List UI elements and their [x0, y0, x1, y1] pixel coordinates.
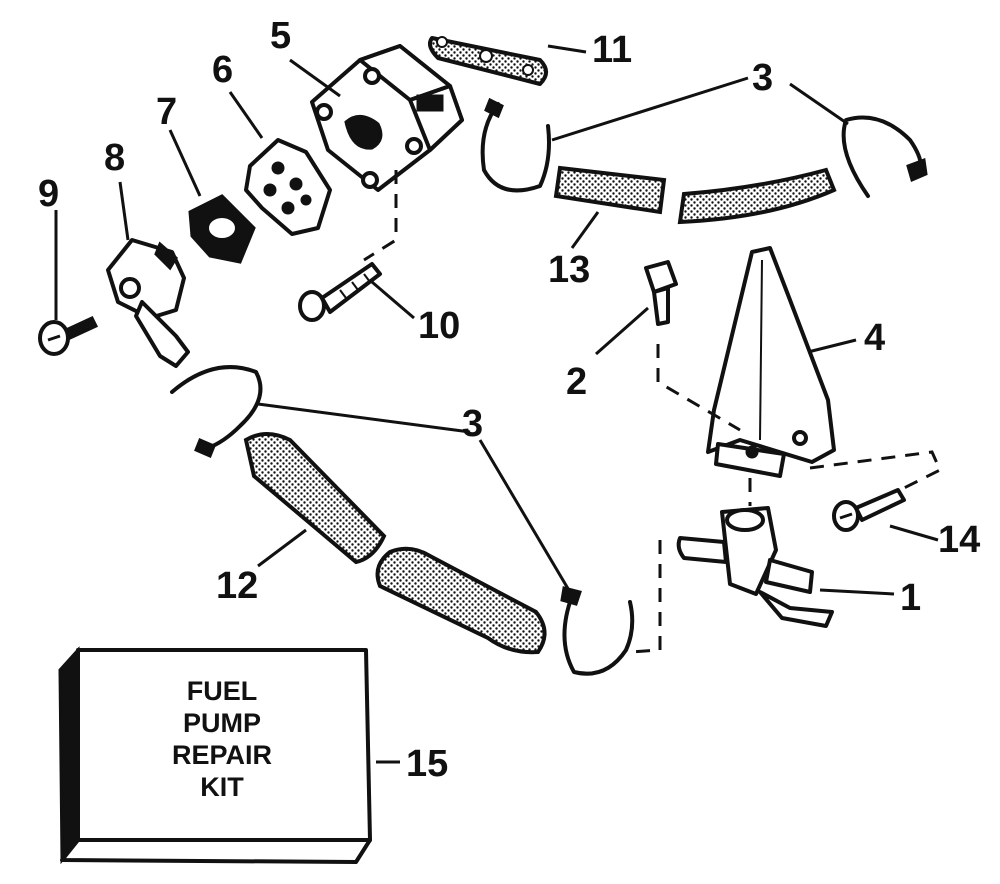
part-1-fuel-valve [676, 506, 834, 628]
callout-14: 14 [938, 519, 980, 561]
callout-5: 5 [270, 15, 291, 57]
part-9-screw [38, 316, 99, 356]
callout-6: 6 [212, 49, 233, 91]
part-15-repair-kit-box [58, 646, 372, 865]
callout-3-bottom: 3 [462, 403, 483, 445]
part-2-bolt [644, 260, 678, 326]
part-11-gasket-plate [428, 36, 548, 86]
callout-3-top: 3 [752, 57, 773, 99]
callout-7: 7 [156, 91, 177, 133]
part-10-bolt [298, 262, 382, 322]
leader-lines [54, 44, 939, 764]
callout-15: 15 [406, 743, 448, 785]
kit-label-line3: REPAIR [172, 740, 272, 770]
part-6-diaphragm [244, 138, 332, 236]
callout-11: 11 [592, 29, 632, 71]
callout-4: 4 [864, 317, 885, 359]
part-7-gasket [188, 194, 256, 264]
kit-label-line1: FUEL [187, 676, 258, 706]
part-3-clamp-top-left [480, 97, 551, 193]
part-12-fuel-line-pad [243, 432, 547, 655]
kit-label-line2: PUMP [183, 708, 261, 738]
callout-8: 8 [104, 137, 125, 179]
part-5-fuel-pump-body [310, 44, 464, 192]
callout-10: 10 [418, 305, 460, 347]
part-4-bracket [706, 246, 836, 478]
part-13-fuel-line-pad [553, 165, 837, 225]
part-14-screw [832, 488, 906, 532]
part-8-pump-cover [106, 238, 190, 368]
part-3-clamp-bottom-left [170, 365, 263, 458]
part-3-clamp-bottom-right [560, 586, 635, 676]
part-3-clamp-top-right [841, 115, 928, 198]
alignment-dashes [363, 170, 942, 654]
callout-2: 2 [566, 361, 587, 403]
callout-9: 9 [38, 173, 59, 215]
callout-12: 12 [216, 565, 258, 607]
callout-13: 13 [548, 249, 590, 291]
kit-label-line4: KIT [200, 772, 244, 802]
callout-1: 1 [900, 577, 921, 619]
